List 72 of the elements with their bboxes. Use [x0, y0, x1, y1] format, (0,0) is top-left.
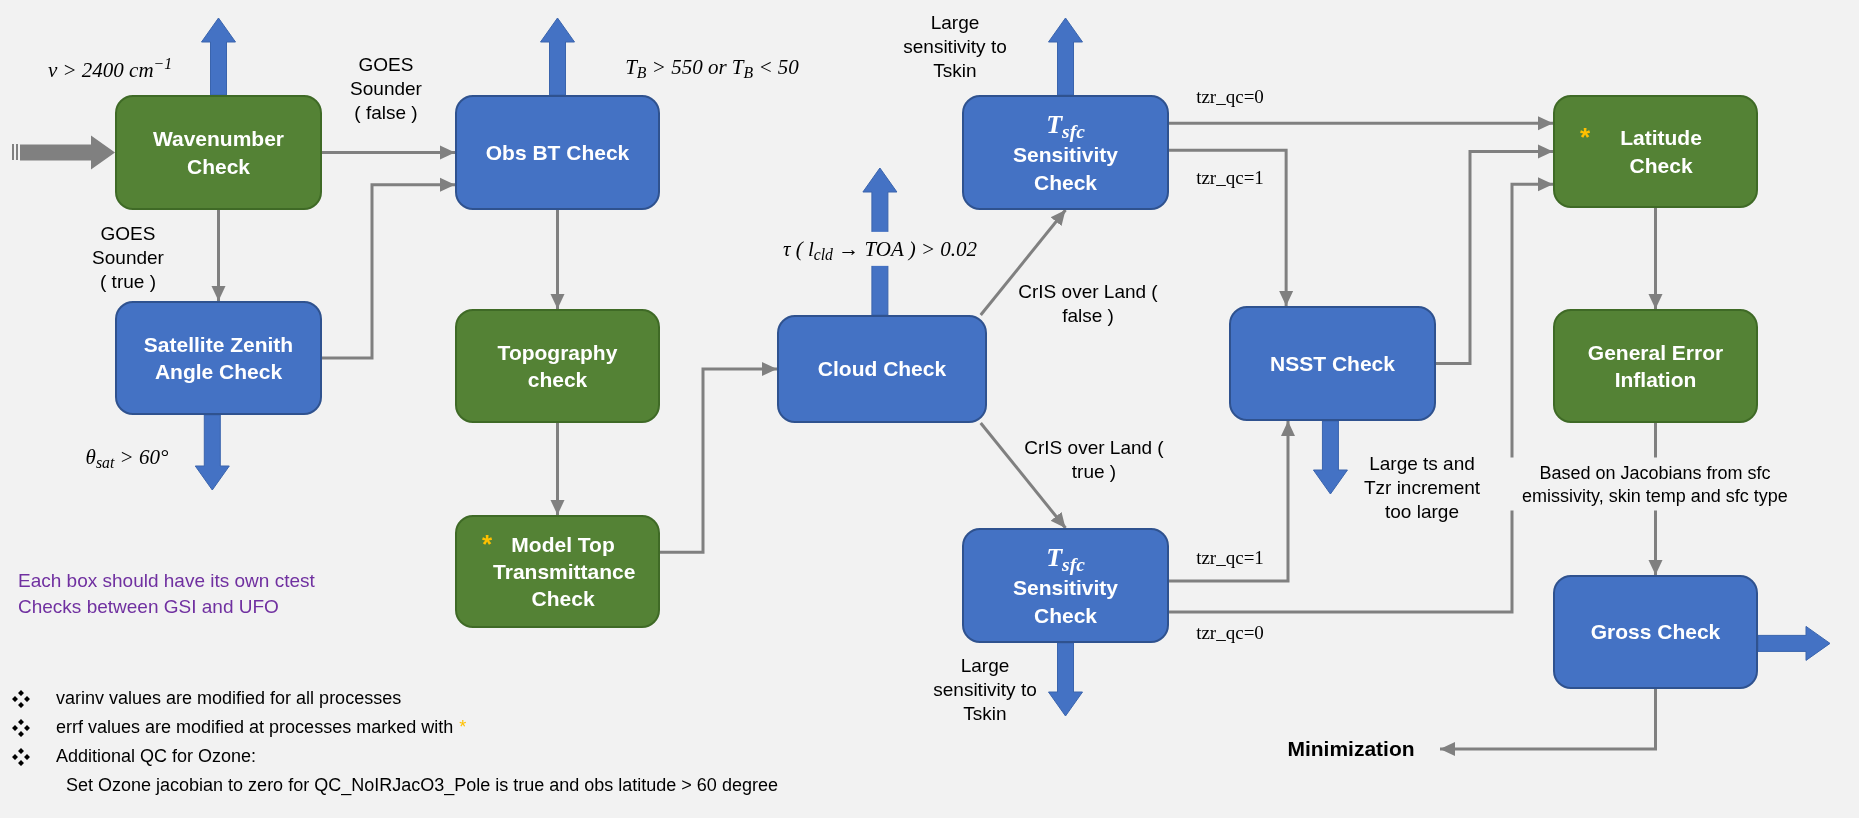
note-text: Set Ozone jacobian to zero for QC_NoIRJacO3_Pole is true and obs latitude > 60 degree	[66, 774, 778, 798]
box-title: Wavenumber Check	[151, 126, 286, 180]
process-box	[962, 528, 1169, 643]
process-box	[962, 95, 1169, 210]
arrow	[1648, 208, 1663, 309]
arrow	[211, 210, 226, 301]
arrow	[550, 423, 565, 515]
note-text: Additional QC for Ozone:	[56, 745, 257, 768]
box-title: Cloud Check	[817, 356, 947, 383]
process-box	[1553, 95, 1758, 208]
process-box	[115, 95, 322, 210]
edge-label: tzr_qc=1	[1195, 546, 1265, 570]
asterisk-mark: *	[459, 716, 467, 739]
arrow	[1169, 148, 1294, 306]
box-title: Topography check	[496, 339, 619, 393]
process-box	[455, 515, 660, 628]
process-box	[777, 315, 987, 423]
process-box	[115, 301, 322, 415]
block-arrow	[540, 17, 575, 96]
edge-label: ν > 2400 cm$^{−1}$	[46, 56, 174, 84]
block-arrow	[194, 414, 230, 491]
block-arrow	[1312, 420, 1348, 495]
block-arrow	[1048, 17, 1083, 96]
process-box	[1229, 306, 1436, 421]
block-arrow	[1048, 642, 1083, 717]
arrow	[979, 422, 1067, 529]
box-title: Model Top Transmittance Check	[493, 531, 634, 613]
block-arrow	[1757, 625, 1831, 661]
note-text: errf values are modified at processes marked with	[56, 716, 454, 739]
process-box	[1553, 575, 1758, 689]
arrow	[1436, 144, 1553, 365]
process-box	[455, 309, 660, 423]
edge-label: Large sensitivity to Tskin	[902, 11, 1008, 83]
math-symbol: T$_{sfc}$	[1046, 541, 1085, 575]
asterisk-mark: *	[481, 530, 493, 557]
edge-label: T$_{B}$ > 550 or T$_{B}$ < 50	[624, 53, 800, 81]
box-title: Obs BT Check	[485, 139, 630, 166]
edge-label: Large ts and Tzr increment too large	[1362, 452, 1482, 524]
asterisk-mark: *	[1579, 124, 1591, 151]
note-text: varinv values are modified for all processes	[56, 687, 402, 710]
edge-label: CrIS over Land ( false )	[1017, 280, 1159, 328]
edge-label: tzr_qc=0	[1195, 85, 1265, 109]
box-title: Latitude Check	[1619, 125, 1703, 179]
arrow	[550, 210, 565, 309]
arrow	[1169, 116, 1553, 131]
box-title: Satellite Zenith Angle Check	[143, 331, 294, 385]
block-arrow	[20, 135, 115, 170]
edge-label: tzr_qc=0	[1195, 621, 1265, 645]
edge-label: GOES Sounder ( false )	[349, 53, 423, 125]
box-title: Sensitivity Check	[1011, 575, 1119, 629]
process-box	[455, 95, 660, 210]
block-arrow	[201, 17, 236, 96]
arrow	[979, 209, 1067, 316]
edge-label: Large sensitivity to Tskin	[932, 654, 1038, 726]
edge-label: tzr_qc=1	[1195, 166, 1265, 190]
box-title: Sensitivity Check	[1011, 142, 1119, 196]
edge-label: GOES Sounder ( true )	[91, 222, 165, 294]
arrow	[322, 177, 455, 360]
edge-label: CrIS over Land ( true )	[1023, 436, 1165, 484]
edge-label: θ$_{sat}$ > 60°	[84, 443, 170, 471]
box-title: Gross Check	[1590, 619, 1721, 646]
box-title: General Error Inflation	[1586, 339, 1725, 393]
arrow	[1440, 689, 1657, 756]
arrow	[660, 362, 777, 554]
arrow	[1169, 177, 1553, 614]
math-symbol: T$_{sfc}$	[1046, 108, 1085, 142]
end-label: Minimization	[1262, 733, 1440, 765]
process-box	[1553, 309, 1758, 423]
note-text: Each box should have its own ctest Checks between GSI and UFO	[18, 569, 316, 620]
arrow	[1169, 421, 1295, 583]
arrow	[322, 145, 455, 160]
box-title: NSST Check	[1270, 350, 1395, 377]
